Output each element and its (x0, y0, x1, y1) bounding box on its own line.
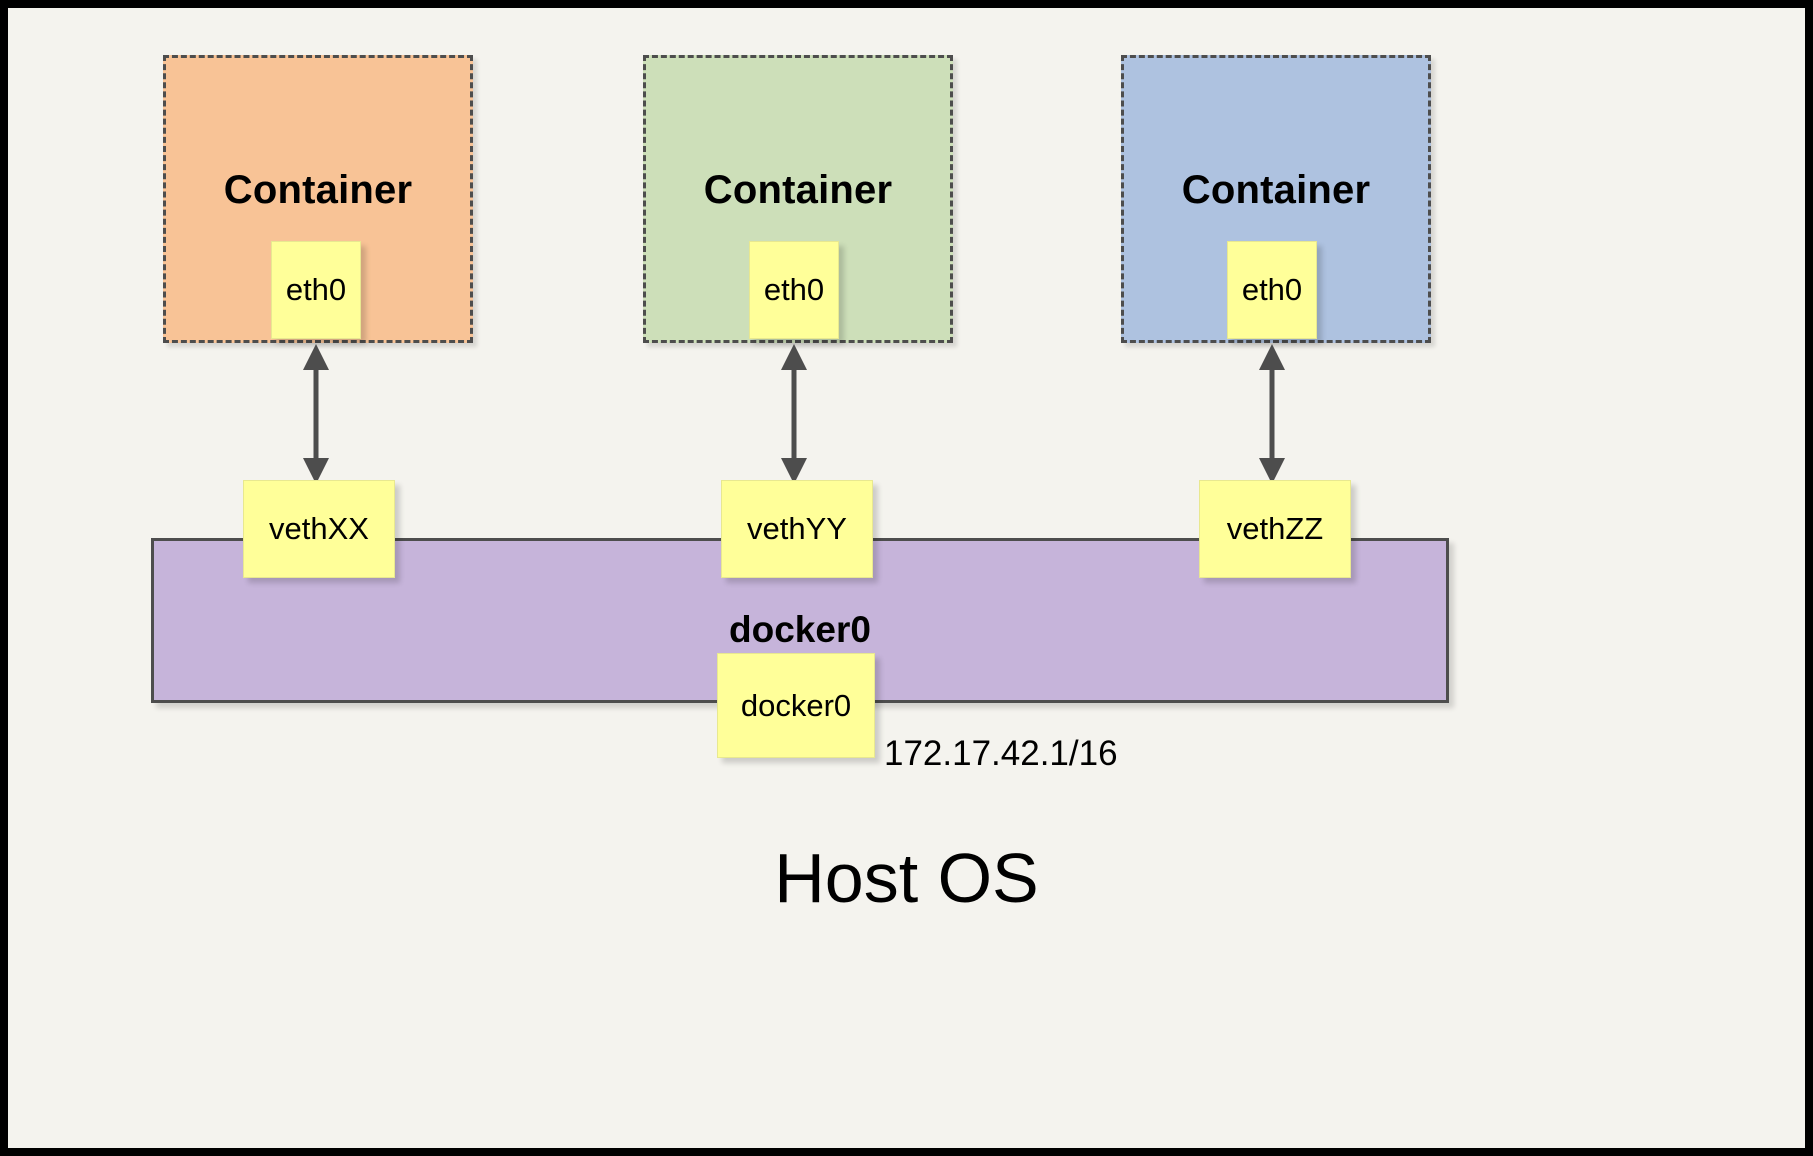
container-title-3: Container (1181, 168, 1371, 212)
veth-label-vethyy: vethYY (747, 511, 847, 546)
veth-chip-vethzz[interactable]: vethZZ (1199, 480, 1351, 578)
host-os-label: Host OS (774, 839, 1039, 917)
link-arrow-eth0-vethzz (1259, 344, 1285, 484)
container-eth0-label-2: eth0 (763, 272, 825, 307)
docker0-interface-label: docker0 (740, 687, 852, 723)
veth-label-vethzz: vethZZ (1226, 511, 1324, 546)
veth-chip-vethxx[interactable]: vethXX (243, 480, 395, 578)
container-title-2: Container (703, 168, 893, 212)
container-title-1: Container (223, 168, 413, 212)
link-arrow-eth0-vethxx (303, 344, 329, 484)
container-eth0-label-3: eth0 (1241, 272, 1303, 307)
link-arrow-eth0-vethyy (781, 344, 807, 484)
container-eth0-label-1: eth0 (285, 272, 347, 307)
docker0-interface-chip[interactable]: docker0 (717, 653, 875, 758)
docker0-ip-label: 172.17.42.1/16 (884, 734, 1118, 773)
veth-label-vethxx: vethXX (269, 511, 369, 546)
container-eth0-chip-2[interactable]: eth0 (749, 241, 839, 339)
docker0-bridge-label: docker0 (729, 609, 871, 650)
veth-chip-vethyy[interactable]: vethYY (721, 480, 873, 578)
container-eth0-chip-1[interactable]: eth0 (271, 241, 361, 339)
container-eth0-chip-3[interactable]: eth0 (1227, 241, 1317, 339)
